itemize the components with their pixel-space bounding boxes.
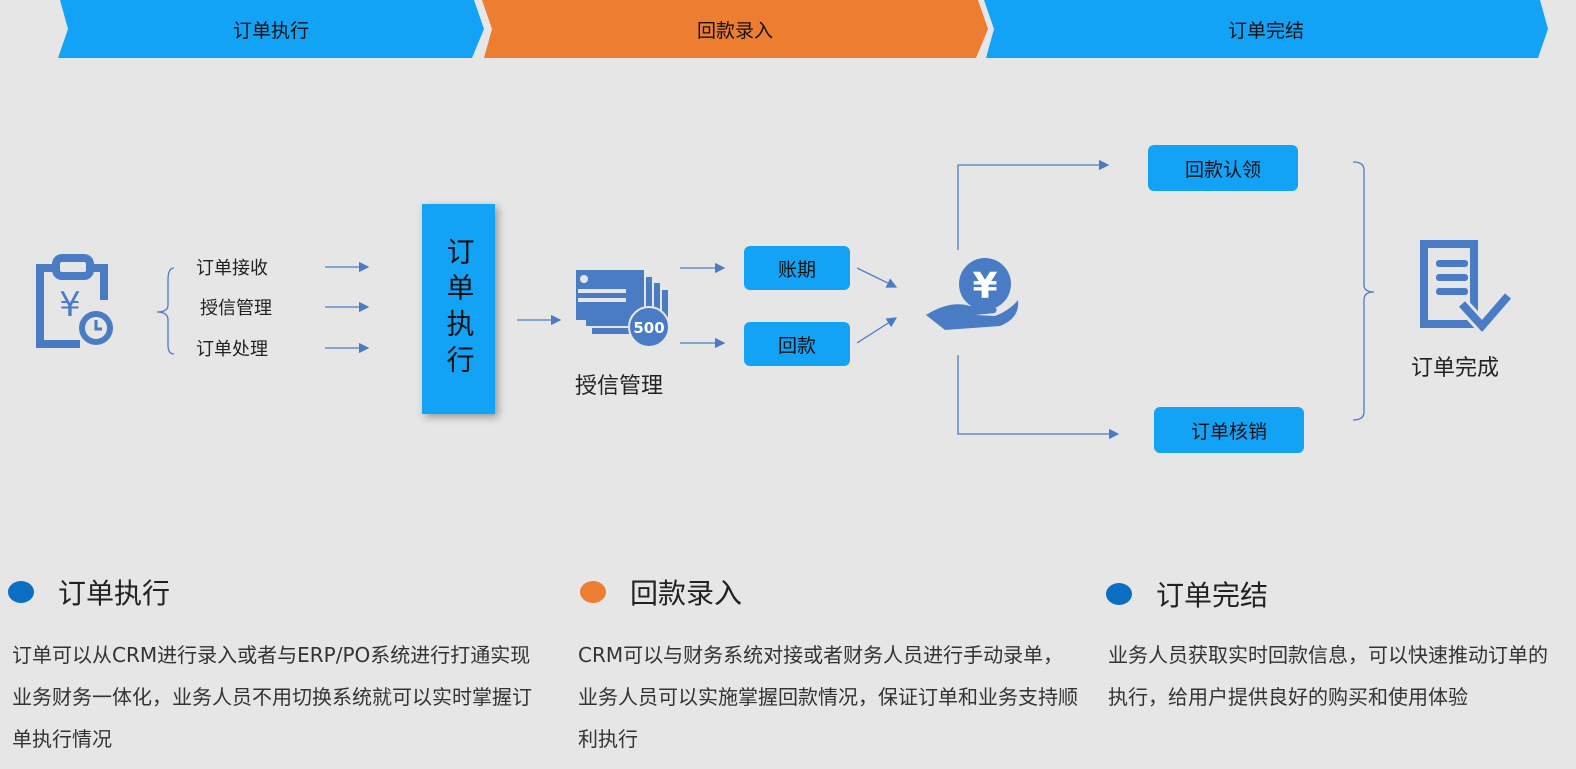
- section-title-text: 回款录入: [630, 577, 743, 610]
- section-title-text: 订单完结: [1156, 579, 1269, 612]
- payment-claim-box: 回款认领: [1148, 145, 1298, 191]
- stage-order-execution: 订单执行: [58, 0, 484, 58]
- stage-label: 回款录入: [696, 19, 773, 42]
- sub-item-order-receive: 订单接收: [196, 258, 268, 279]
- order-writeoff-box: 订单核销: [1154, 407, 1304, 453]
- sub-item-credit-management: 授信管理: [200, 298, 272, 319]
- stage-label: 订单执行: [232, 19, 309, 42]
- order-complete-label: 订单完成: [1411, 356, 1500, 381]
- svg-text:¥: ¥: [972, 266, 997, 307]
- stage-label: 订单完结: [1227, 19, 1304, 42]
- sub-item-order-processing: 订单处理: [196, 339, 268, 360]
- section-body-order-completion: 业务人员获取实时回款信息，可以快速推动订单的执行，给用户提供良好的购买和使用体验: [1108, 643, 1548, 709]
- section-title-text: 订单执行: [58, 577, 171, 610]
- clipboard-yen-icon: ¥: [36, 254, 113, 348]
- hand-yen-icon: ¥: [926, 258, 1019, 330]
- svg-text:¥: ¥: [59, 285, 81, 325]
- order-execution-box: 订单执行: [422, 204, 495, 414]
- section-body-payment-entry: CRM可以与财务系统对接或者财务人员进行手动录单，业务人员可以实施掌握回款情况，…: [578, 643, 1078, 751]
- document-check-icon: [1420, 240, 1516, 337]
- payment-box: 回款: [744, 322, 850, 366]
- section-title-payment-entry: 回款录入: [580, 572, 742, 612]
- stage-order-completion: 订单完结: [984, 0, 1548, 58]
- section-title-order-execution: 订单执行: [8, 572, 170, 612]
- credit-cards-icon: [576, 270, 670, 348]
- bullet-dot: [1106, 583, 1132, 605]
- credit-badge: 500: [633, 319, 664, 337]
- section-title-order-completion: 订单完结: [1106, 574, 1268, 614]
- stage-payment-entry: 回款录入: [482, 0, 988, 58]
- bullet-dot: [8, 581, 34, 603]
- credit-management-label: 授信管理: [575, 374, 664, 399]
- section-body-order-execution: 订单可以从CRM进行录入或者与ERP/PO系统进行打通实现业务财务一体化，业务人…: [12, 643, 532, 751]
- bullet-dot: [580, 581, 606, 603]
- payment-period-box: 账期: [744, 246, 850, 290]
